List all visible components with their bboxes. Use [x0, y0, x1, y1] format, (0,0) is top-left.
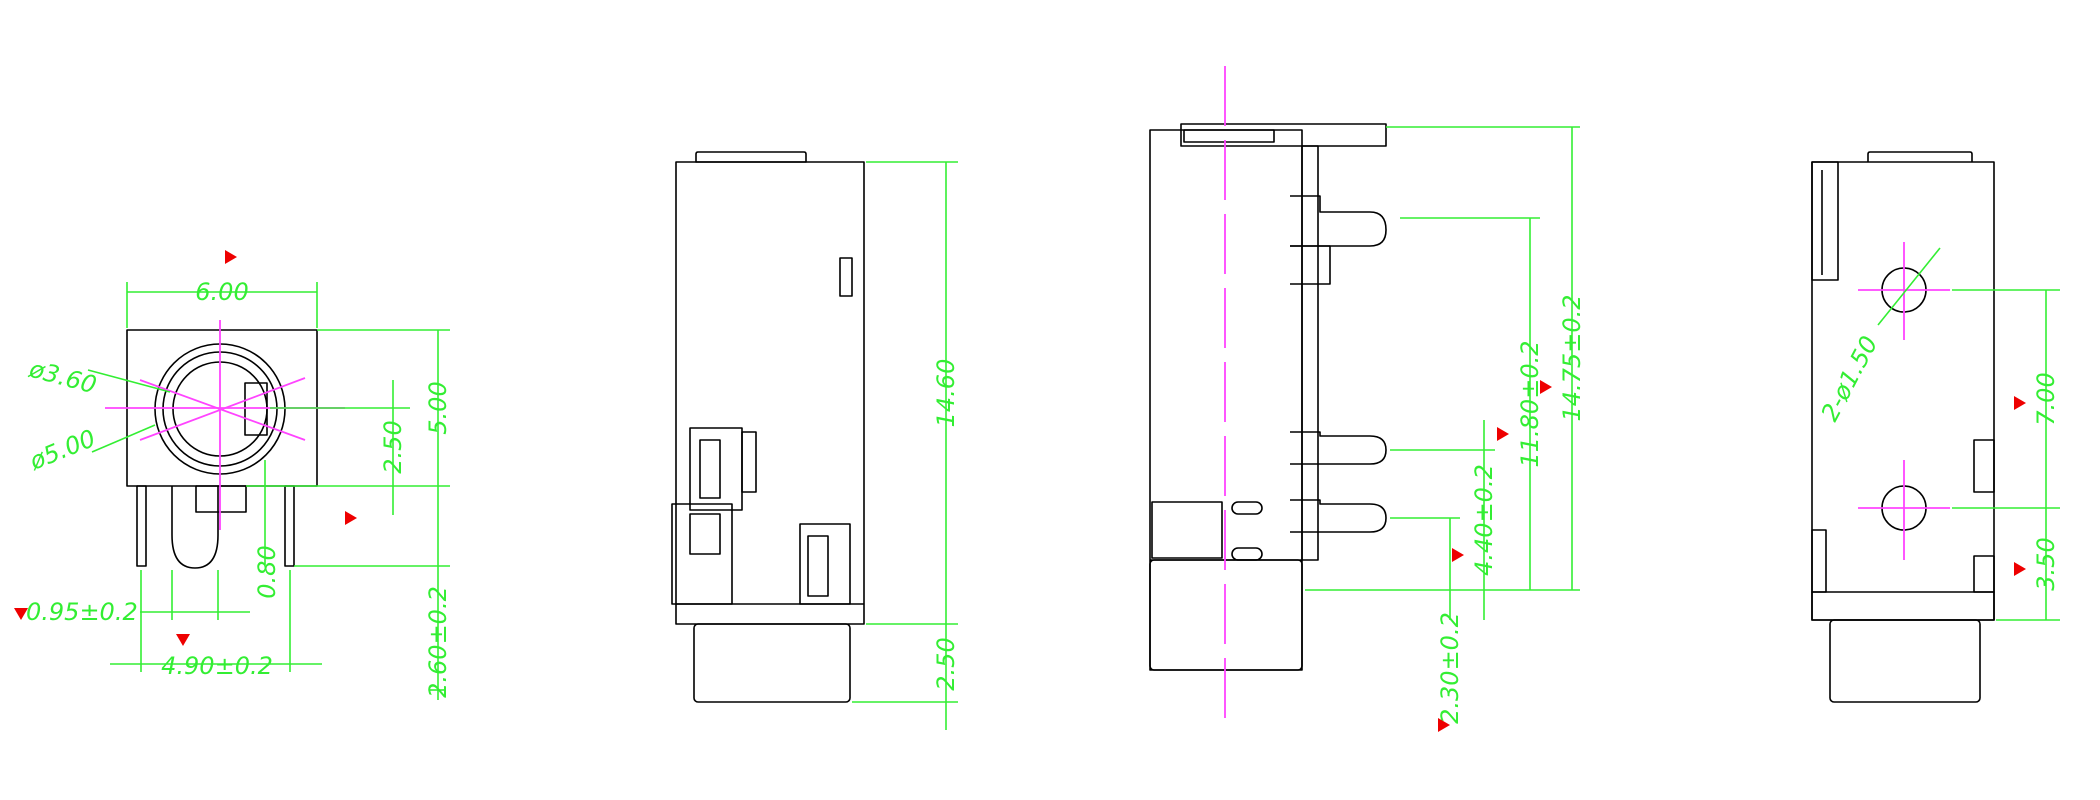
dim-pin-width: 0.95±0.2	[26, 598, 138, 626]
marker-triangle	[1438, 718, 1450, 732]
rear-nose	[1829, 619, 1981, 703]
top-rail	[1301, 145, 1319, 561]
rear-base	[1811, 591, 1995, 621]
leader-line	[1877, 247, 1941, 326]
marker-triangle	[1452, 548, 1464, 562]
rear-top-cap	[1867, 151, 1973, 162]
dim-250: 2.50	[379, 420, 407, 473]
side-view: 14.60 2.50	[671, 151, 960, 730]
marker-triangle	[2014, 396, 2026, 410]
centerline-diag-a	[139, 379, 306, 441]
contact-tab	[244, 382, 268, 436]
front-view: 6.00 ø3.60 ø5.00 2.50 5.00 2.60±0.2 0.80…	[14, 250, 452, 700]
rear-tab-b	[1973, 555, 1995, 593]
side-terminal-b-inner	[689, 513, 721, 555]
marker-triangle	[176, 634, 190, 646]
center-pin	[171, 486, 219, 569]
side-slot	[839, 257, 853, 297]
marker-triangle	[345, 511, 357, 525]
top-nut	[1151, 501, 1223, 559]
top-slot-b	[1231, 547, 1263, 561]
rear-clip-top	[1811, 161, 1839, 281]
dim-pin-2: 4.40±0.2	[1470, 464, 1498, 576]
marker-triangle	[1497, 427, 1509, 441]
top-flange-inner	[1183, 129, 1275, 143]
dim-080: 0.80	[253, 545, 281, 598]
leader-line	[91, 424, 156, 453]
dim-overall: 14.75±0.2	[1558, 295, 1586, 422]
side-terminal-c	[799, 523, 851, 605]
dim-pin-1: 11.80±0.2	[1516, 341, 1544, 468]
top-body-outline	[1149, 129, 1303, 671]
dim-500: 5.00	[424, 381, 452, 434]
dim-holes: 2-ø1.50	[1816, 331, 1884, 425]
pin-3	[1290, 499, 1387, 533]
side-nose	[693, 623, 851, 703]
side-terminal-a-tab	[741, 431, 757, 493]
dim-width-top: 6.00	[195, 278, 248, 306]
dim-pin-pitch: 4.90±0.2	[161, 652, 273, 680]
centerline-diag-b	[139, 377, 306, 441]
side-terminal-c-inner	[807, 535, 829, 597]
dim-body-length: 14.60	[932, 359, 960, 428]
right-pin	[284, 485, 295, 567]
dim-pin-3: 2.30±0.2	[1436, 612, 1464, 724]
dim-nose-length: 2.50	[932, 637, 960, 690]
dim-hole-offset: 3.50	[2032, 537, 2060, 590]
top-nose	[1149, 559, 1303, 671]
dim-hole-pitch: 7.00	[2032, 372, 2060, 425]
pin-2	[1290, 431, 1387, 465]
top-flange	[1180, 123, 1387, 147]
leader-line	[87, 369, 171, 393]
side-terminal-a-inner	[699, 439, 721, 499]
dim-pin-length: 2.60±0.2	[424, 586, 452, 698]
pin-1-base	[1290, 245, 1331, 285]
left-pin	[136, 485, 147, 567]
marker-triangle	[2014, 562, 2026, 576]
top-slot-a	[1231, 501, 1263, 515]
dim-inner-dia: ø3.60	[25, 354, 99, 399]
side-terminal-b	[671, 503, 733, 605]
marker-triangle	[225, 250, 237, 264]
top-view: 14.75±0.2 11.80±0.2 4.40±0.2 2.30±0.2	[1149, 66, 1586, 732]
rear-view: 2-ø1.50 7.00 3.50	[1811, 151, 2060, 703]
marker-triangle	[14, 608, 28, 620]
rear-clip-bottom	[1811, 529, 1827, 593]
center-boss	[195, 485, 247, 513]
dim-outer-dia: ø5.00	[25, 424, 100, 476]
marker-triangle	[1540, 380, 1552, 394]
side-top-cap	[695, 151, 807, 163]
pin-1	[1290, 195, 1387, 247]
rear-tab-a	[1973, 439, 1995, 493]
